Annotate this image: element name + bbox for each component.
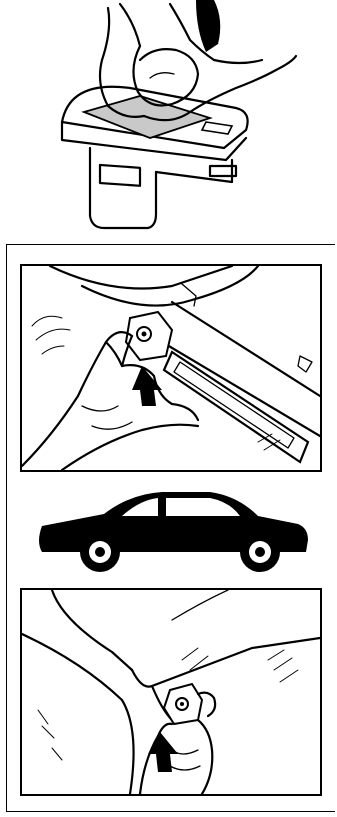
hand-lifting-clip-arrow-icon: [22, 266, 320, 470]
hand-lifting-clip-arrow-icon: [22, 590, 320, 794]
car-silhouette-icon: [34, 486, 310, 574]
sensor-illustration: [0, 0, 337, 240]
step-1-frame: [20, 264, 322, 472]
finger-pressing-sensor-icon: [0, 0, 337, 240]
step-2-frame: [20, 588, 322, 796]
car-icon-wrap: [34, 486, 310, 574]
